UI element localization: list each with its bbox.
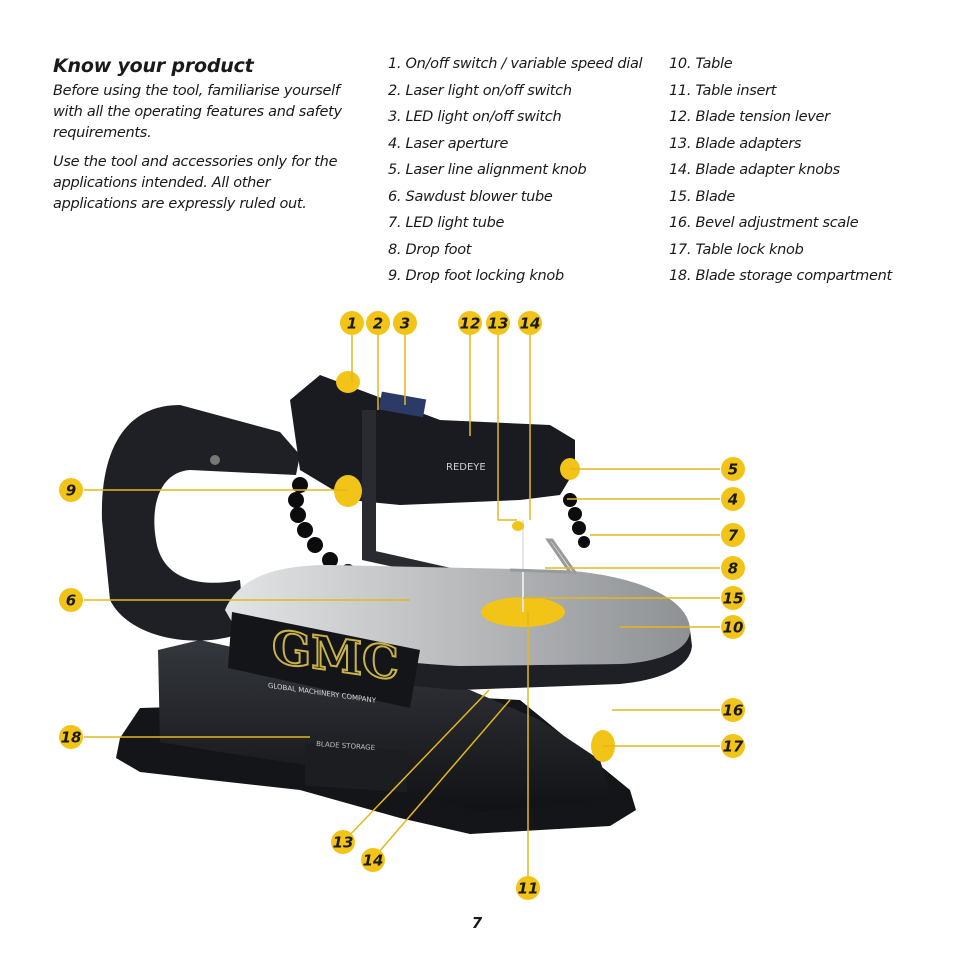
part-item: 18. Blade storage compartment xyxy=(669,268,892,284)
part-item: 8. Drop foot xyxy=(388,241,472,258)
part-item: 3. LED light on/off switch xyxy=(388,109,562,125)
callout-badges: 1 2 3 12 13 14 9 5 4 7 8 6 15 10 16 17 1… xyxy=(59,311,745,900)
callout-badge: 6 xyxy=(59,588,83,612)
part-item: 2. Laser light on/off switch xyxy=(388,82,572,99)
part-item: 5. Laser line alignment knob xyxy=(388,162,587,178)
svg-text:8: 8 xyxy=(728,560,738,578)
svg-text:5: 5 xyxy=(728,461,738,479)
svg-text:15: 15 xyxy=(723,590,744,608)
svg-text:1: 1 xyxy=(347,315,357,333)
svg-text:10: 10 xyxy=(723,619,744,637)
saw-arm xyxy=(101,375,575,641)
callout-badge: 12 xyxy=(458,311,482,335)
svg-text:17: 17 xyxy=(723,738,744,756)
callout-badge: 18 xyxy=(59,725,83,749)
svg-text:4: 4 xyxy=(727,491,738,509)
svg-text:2: 2 xyxy=(373,315,383,333)
callout-badge: 1 xyxy=(340,311,364,335)
callout-badge: 16 xyxy=(721,698,745,722)
drop-foot-lock-knob[interactable] xyxy=(334,475,362,507)
svg-text:11: 11 xyxy=(518,880,539,898)
svg-text:6: 6 xyxy=(66,592,76,610)
leader-lines xyxy=(84,335,720,880)
scroll-saw-diagram: GMC GLOBAL MACHINERY COMPANY REDEYE BLAD… xyxy=(59,311,745,900)
callout-badge: 14 xyxy=(361,848,385,872)
part-item: 11. Table insert xyxy=(669,82,777,99)
blade-adapter-knob[interactable] xyxy=(512,521,524,531)
svg-text:13: 13 xyxy=(333,834,354,852)
intro-paragraph-2: Use the tool and accessories only for th… xyxy=(53,154,338,212)
callout-badge: 4 xyxy=(721,487,745,511)
callout-badge: 13 xyxy=(331,830,355,854)
svg-text:7: 7 xyxy=(728,527,739,545)
svg-text:13: 13 xyxy=(488,315,509,333)
svg-text:14: 14 xyxy=(520,315,541,333)
intro-section: Know your product Before using the tool,… xyxy=(53,55,353,223)
svg-text:18: 18 xyxy=(61,729,82,747)
callout-badge: 2 xyxy=(366,311,390,335)
part-item: 7. LED light tube xyxy=(388,215,505,231)
callout-badge: 7 xyxy=(721,523,745,547)
svg-text:14: 14 xyxy=(363,852,384,870)
parts-list-left: 1. On/off switch / variable speed dial 2… xyxy=(388,53,643,292)
part-item: 15. Blade xyxy=(669,188,735,205)
saw-base xyxy=(116,640,636,834)
callout-badge: 9 xyxy=(59,478,83,502)
part-item: 4. Laser aperture xyxy=(388,135,509,152)
part-item: 10. Table xyxy=(669,56,733,72)
part-item: 1. On/off switch / variable speed dial xyxy=(388,56,643,72)
callout-badge: 15 xyxy=(721,586,745,610)
callout-badge: 13 xyxy=(486,311,510,335)
callout-badge: 5 xyxy=(721,457,745,481)
callout-badge: 3 xyxy=(393,311,417,335)
part-item: 13. Blade adapters xyxy=(669,135,802,152)
intro-paragraph-1: Before using the tool, familiarise yours… xyxy=(53,83,342,141)
redeye-label: REDEYE xyxy=(446,462,486,473)
callout-badge: 11 xyxy=(516,876,540,900)
part-item: 14. Blade adapter knobs xyxy=(669,162,840,178)
callout-badge: 8 xyxy=(721,556,745,580)
part-item: 12. Blade tension lever xyxy=(669,109,830,125)
section-title: Know your product xyxy=(53,55,254,77)
callout-badge: 14 xyxy=(518,311,542,335)
svg-text:9: 9 xyxy=(66,482,76,500)
part-item: 6. Sawdust blower tube xyxy=(388,188,553,205)
speed-dial-knob[interactable] xyxy=(336,371,360,393)
page-number: 7 xyxy=(471,914,483,932)
part-item: 16. Bevel adjustment scale xyxy=(669,215,859,231)
part-item: 9. Drop foot locking knob xyxy=(388,268,564,284)
callout-badge: 17 xyxy=(721,734,745,758)
svg-text:16: 16 xyxy=(723,702,744,720)
svg-text:3: 3 xyxy=(400,315,410,333)
part-item: 17. Table lock knob xyxy=(669,241,804,258)
callout-badge: 10 xyxy=(721,615,745,639)
svg-text:12: 12 xyxy=(460,315,481,333)
parts-list-right: 10. Table 11. Table insert 12. Blade ten… xyxy=(669,53,892,292)
